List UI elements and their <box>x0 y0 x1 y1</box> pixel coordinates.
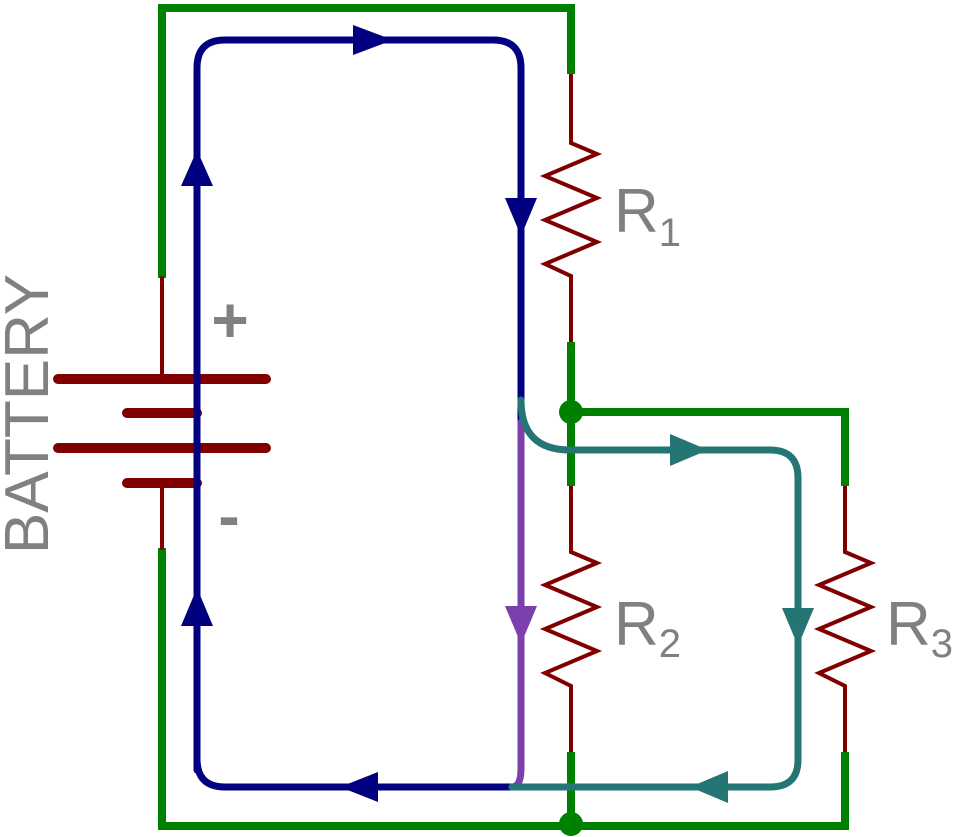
wires <box>158 4 849 830</box>
resistor-r2 <box>539 486 603 752</box>
junction-node-bottom <box>559 812 583 836</box>
resistor-r1-zigzag <box>539 74 603 342</box>
junction-node-top <box>559 400 583 424</box>
resistor-r2-label: R2 <box>614 590 681 666</box>
current-loop-r2 <box>508 418 525 791</box>
arrow-top-right-icon <box>353 25 393 55</box>
battery-plus-sign: + <box>211 284 248 356</box>
battery-symbol <box>53 276 271 550</box>
battery-label: BATTERY <box>0 274 62 554</box>
arrow-left-up-icon <box>181 150 213 186</box>
resistor-r1 <box>539 74 603 342</box>
current-loop-main-bottom <box>193 755 516 791</box>
current-loop-main <box>193 36 525 774</box>
arrow-left-lower-up-icon <box>181 588 213 626</box>
current-loop-r3 <box>508 396 802 791</box>
arrow-bottom-left-icon <box>340 772 378 802</box>
arrows <box>181 25 814 803</box>
wire-r3-top <box>571 408 849 486</box>
resistor-r3-zigzag <box>813 486 877 752</box>
arrow-bottom-r3-left-icon <box>690 771 728 803</box>
resistor-r2-zigzag <box>539 486 603 752</box>
arrow-down-r2-icon <box>505 606 537 644</box>
arrow-down-r1-icon <box>505 198 537 236</box>
resistor-r3 <box>813 486 877 752</box>
resistor-r2-label-sub: 2 <box>659 622 681 666</box>
arrow-down-r3-icon <box>782 608 814 646</box>
resistor-r1-label-sub: 1 <box>659 211 681 255</box>
resistor-r3-label: R3 <box>886 590 953 666</box>
resistor-r2-label-main: R <box>614 590 659 659</box>
resistor-r1-label: R1 <box>614 177 681 255</box>
resistor-r3-label-sub: 3 <box>931 622 953 666</box>
battery-minus-sign: - <box>218 480 239 552</box>
resistor-r3-label-main: R <box>886 590 931 659</box>
wire-battery-top <box>158 4 575 278</box>
wire-battery-bottom <box>158 548 849 830</box>
arrow-right-r3-icon <box>670 434 708 466</box>
resistor-r1-label-main: R <box>614 177 659 246</box>
